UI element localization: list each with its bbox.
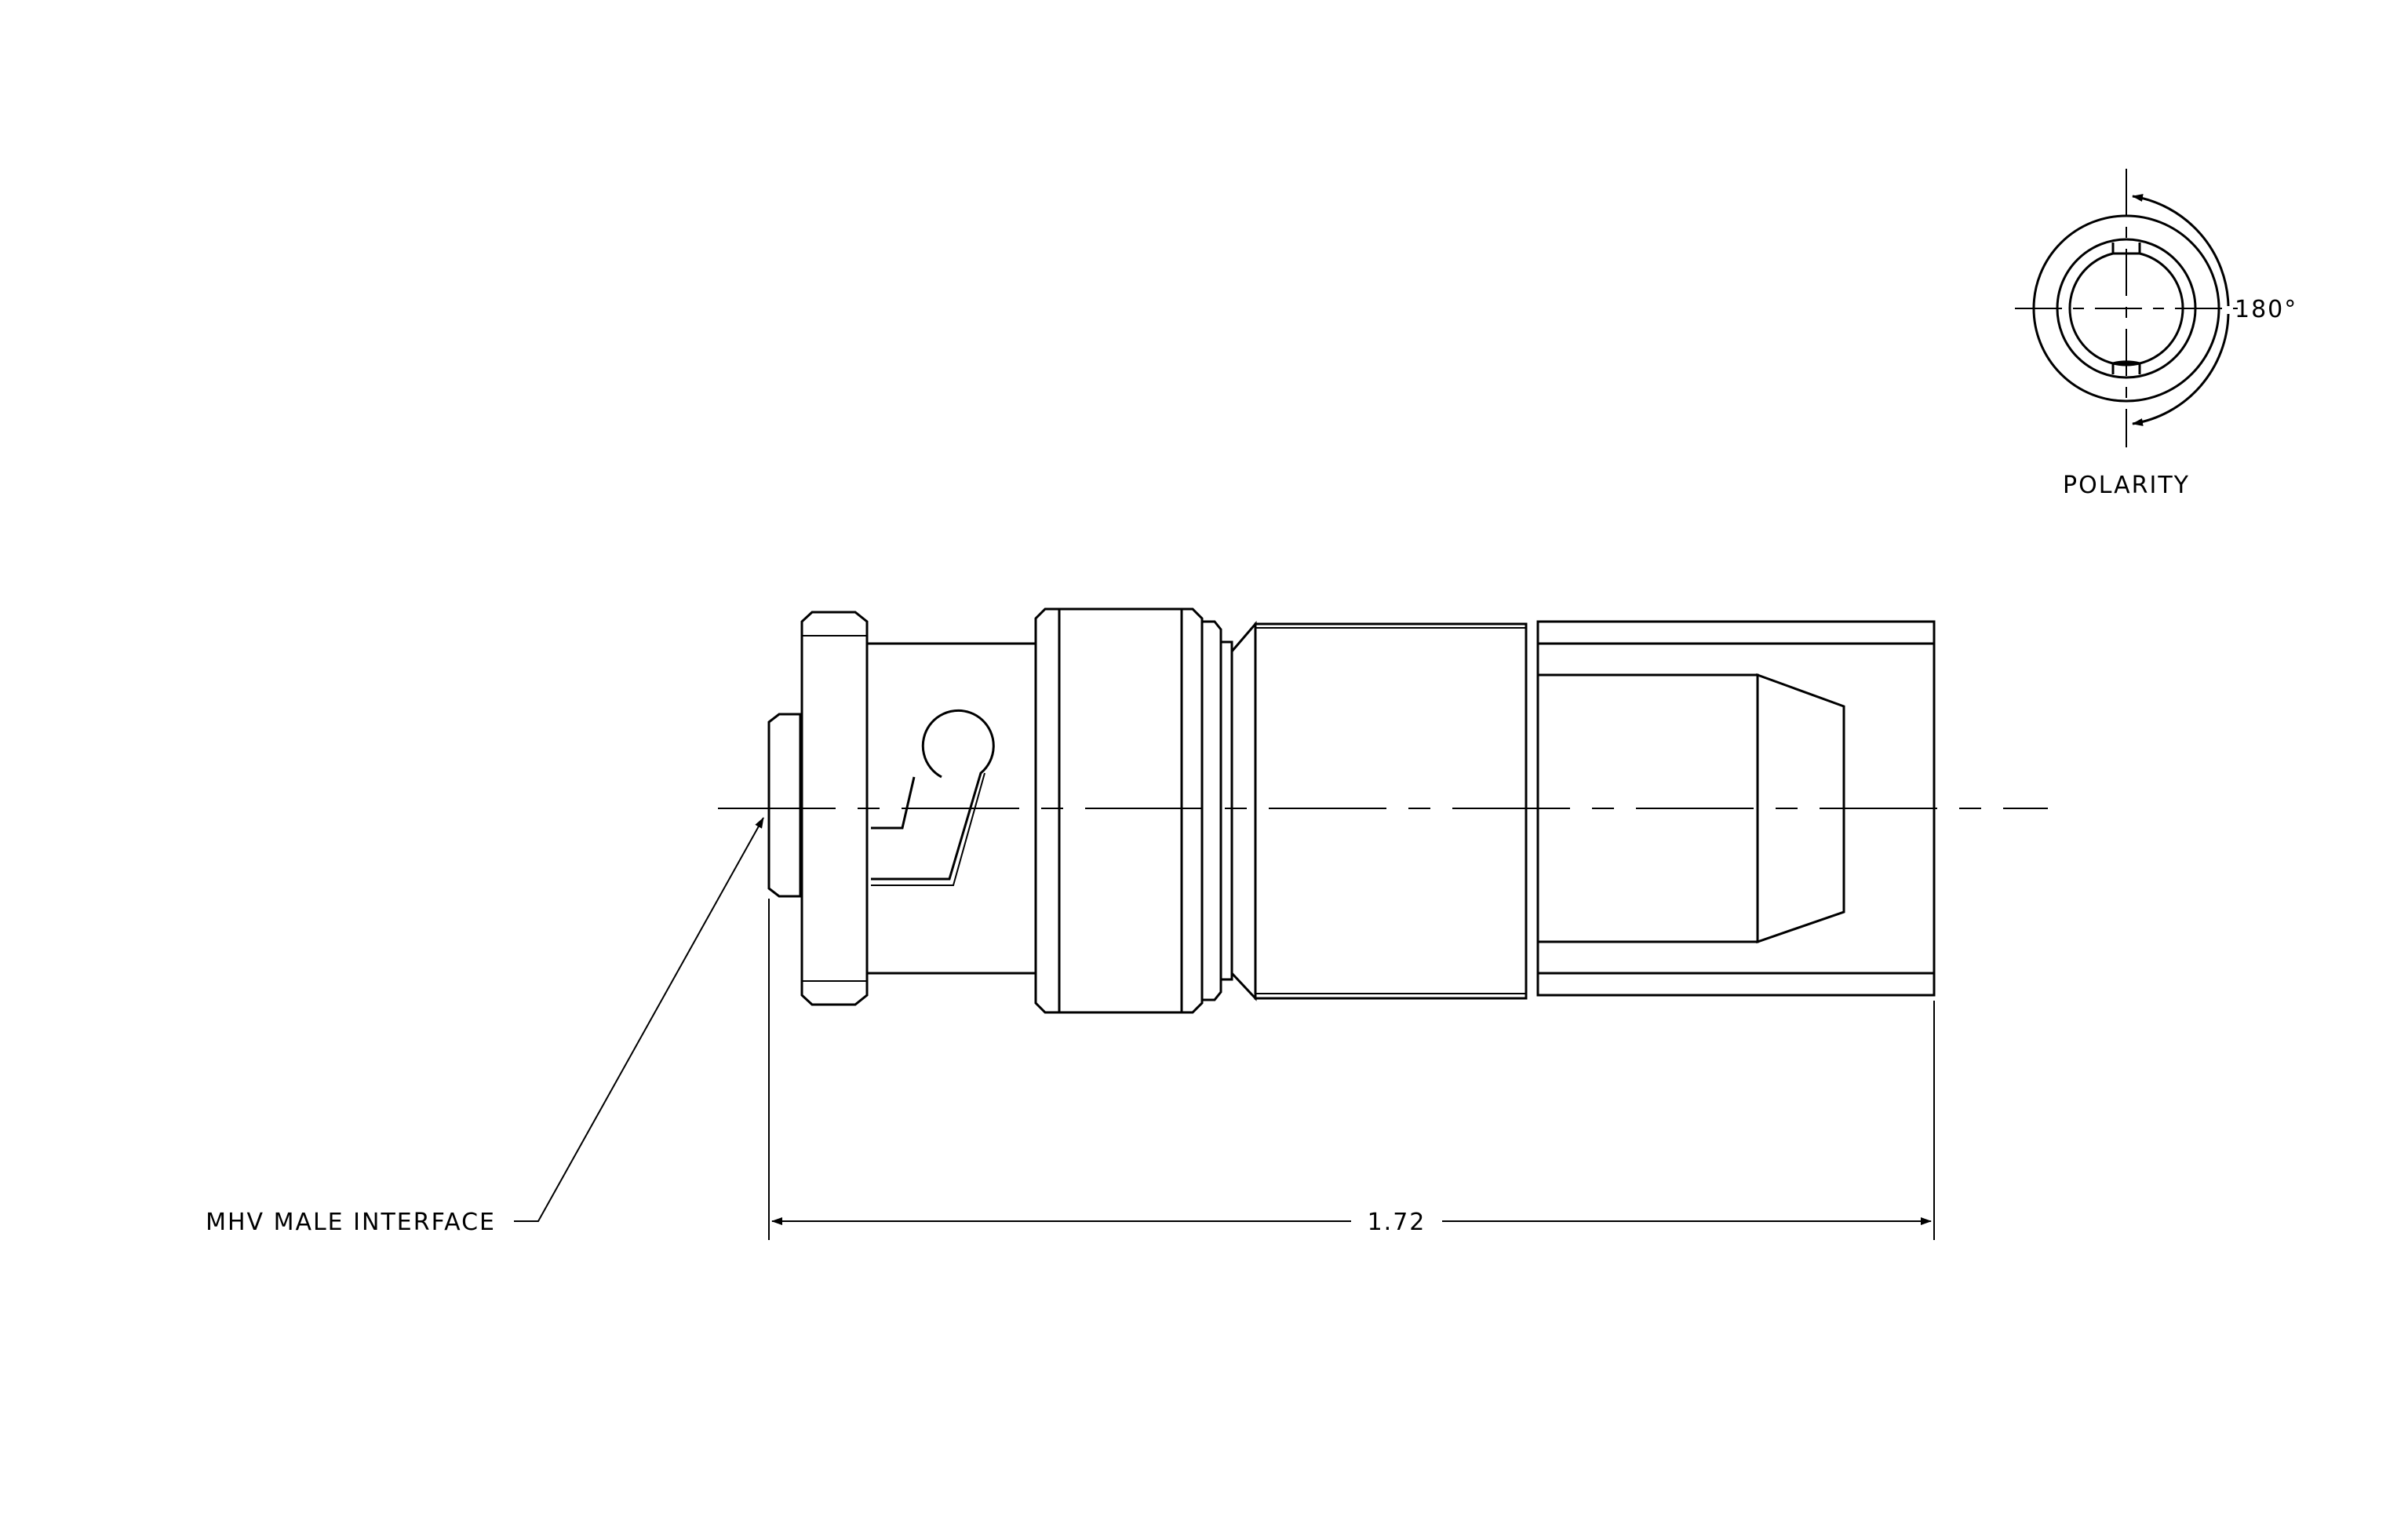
bayonet-slot-edge: [871, 772, 985, 886]
length-dimension-value: 1.72: [1368, 1209, 1426, 1236]
step-ring-1: [1200, 620, 1222, 1001]
polarity-rotation-arc-upper: [2132, 194, 2230, 307]
interface-leader-line: [514, 817, 764, 1222]
polarity-rotation-arc-lower: [2132, 313, 2230, 426]
polarity-view: 180° POLARITY: [2015, 169, 2297, 499]
connector-side-view: [718, 607, 2048, 1014]
polarity-caption: POLARITY: [2063, 472, 2190, 499]
step-ring-2: [1219, 640, 1233, 981]
main-body: [1254, 622, 1528, 1000]
coupling-ring-knurl: [1058, 607, 1183, 1014]
interface-callout: MHV MALE INTERFACE: [206, 817, 764, 1236]
polarity-angle-label: 180°: [2235, 296, 2297, 323]
ferrule-wall-top: [1536, 620, 1936, 645]
coupling-ring-collar-right: [1180, 607, 1204, 1014]
dimensions: 1.72: [768, 899, 1935, 1240]
ferrule-wall-bottom: [1536, 972, 1936, 997]
crimp-body-taper: [1756, 673, 1845, 944]
coupling-ring-collar-left: [1034, 607, 1061, 1014]
interface-pin-tip: [767, 713, 802, 898]
body-taper: [1230, 620, 1257, 1001]
interface-callout-label: MHV MALE INTERFACE: [206, 1209, 496, 1236]
bayonet-slot: [871, 709, 995, 881]
